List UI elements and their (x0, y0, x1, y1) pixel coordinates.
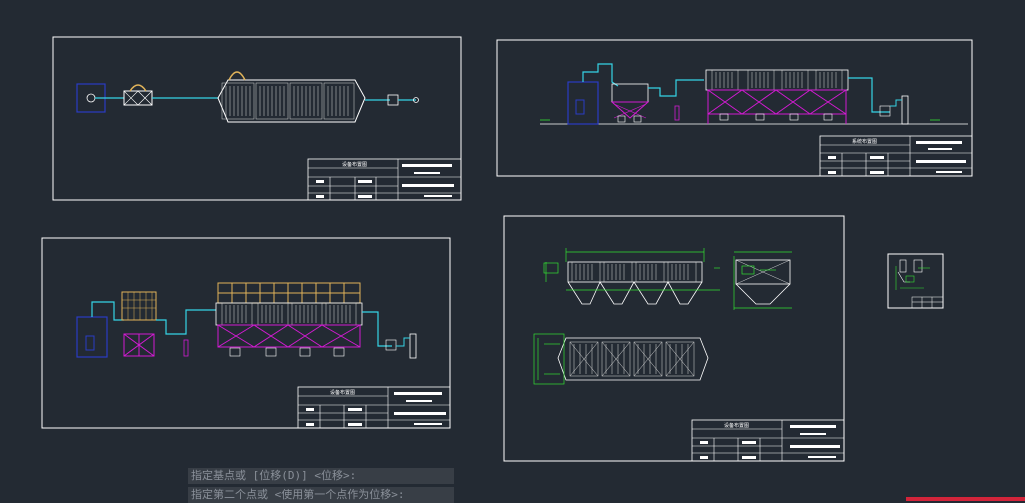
selection-indicator (906, 497, 1025, 501)
title-block: 设备布置图 (691, 419, 845, 462)
sheet-top-right[interactable]: 系统布置图 (496, 39, 973, 177)
support-frame (707, 89, 847, 124)
title-block-label: 设备布置图 (724, 422, 749, 429)
title-block-label: 设备布置图 (330, 389, 355, 396)
command-prompt-1: 指定基点或 [位移(D)] <位移>: (188, 468, 454, 484)
reactor-plan (557, 337, 709, 381)
support-frame (217, 324, 361, 348)
sheet-bottom-right[interactable]: 设备布置图 (503, 215, 845, 462)
title-block: 系统布置图 (819, 135, 973, 177)
stack (901, 95, 909, 125)
title-block: 设备布置图 (307, 158, 462, 201)
sheet-bottom-left[interactable]: 设备布置图 (41, 237, 451, 429)
sheet-small[interactable] (887, 253, 944, 309)
sheet-top-left[interactable]: 设备布置图 (52, 36, 462, 201)
blower-unit (76, 316, 108, 358)
reactor-elevation (567, 261, 703, 283)
main-reactor (217, 79, 366, 123)
blower-unit (567, 81, 599, 125)
main-reactor (705, 69, 849, 91)
side-view (735, 259, 791, 285)
command-prompt-2[interactable]: 指定第二个点或 <使用第一个点作为位移>: (188, 487, 454, 503)
title-block-label: 设备布置图 (342, 161, 367, 168)
dimension-lines (543, 248, 720, 291)
stack (409, 333, 417, 359)
title-block-label: 系统布置图 (852, 138, 877, 145)
hoppers (567, 281, 703, 305)
platform (217, 282, 361, 304)
title-block: 设备布置图 (297, 386, 451, 429)
filter-box (123, 90, 153, 106)
